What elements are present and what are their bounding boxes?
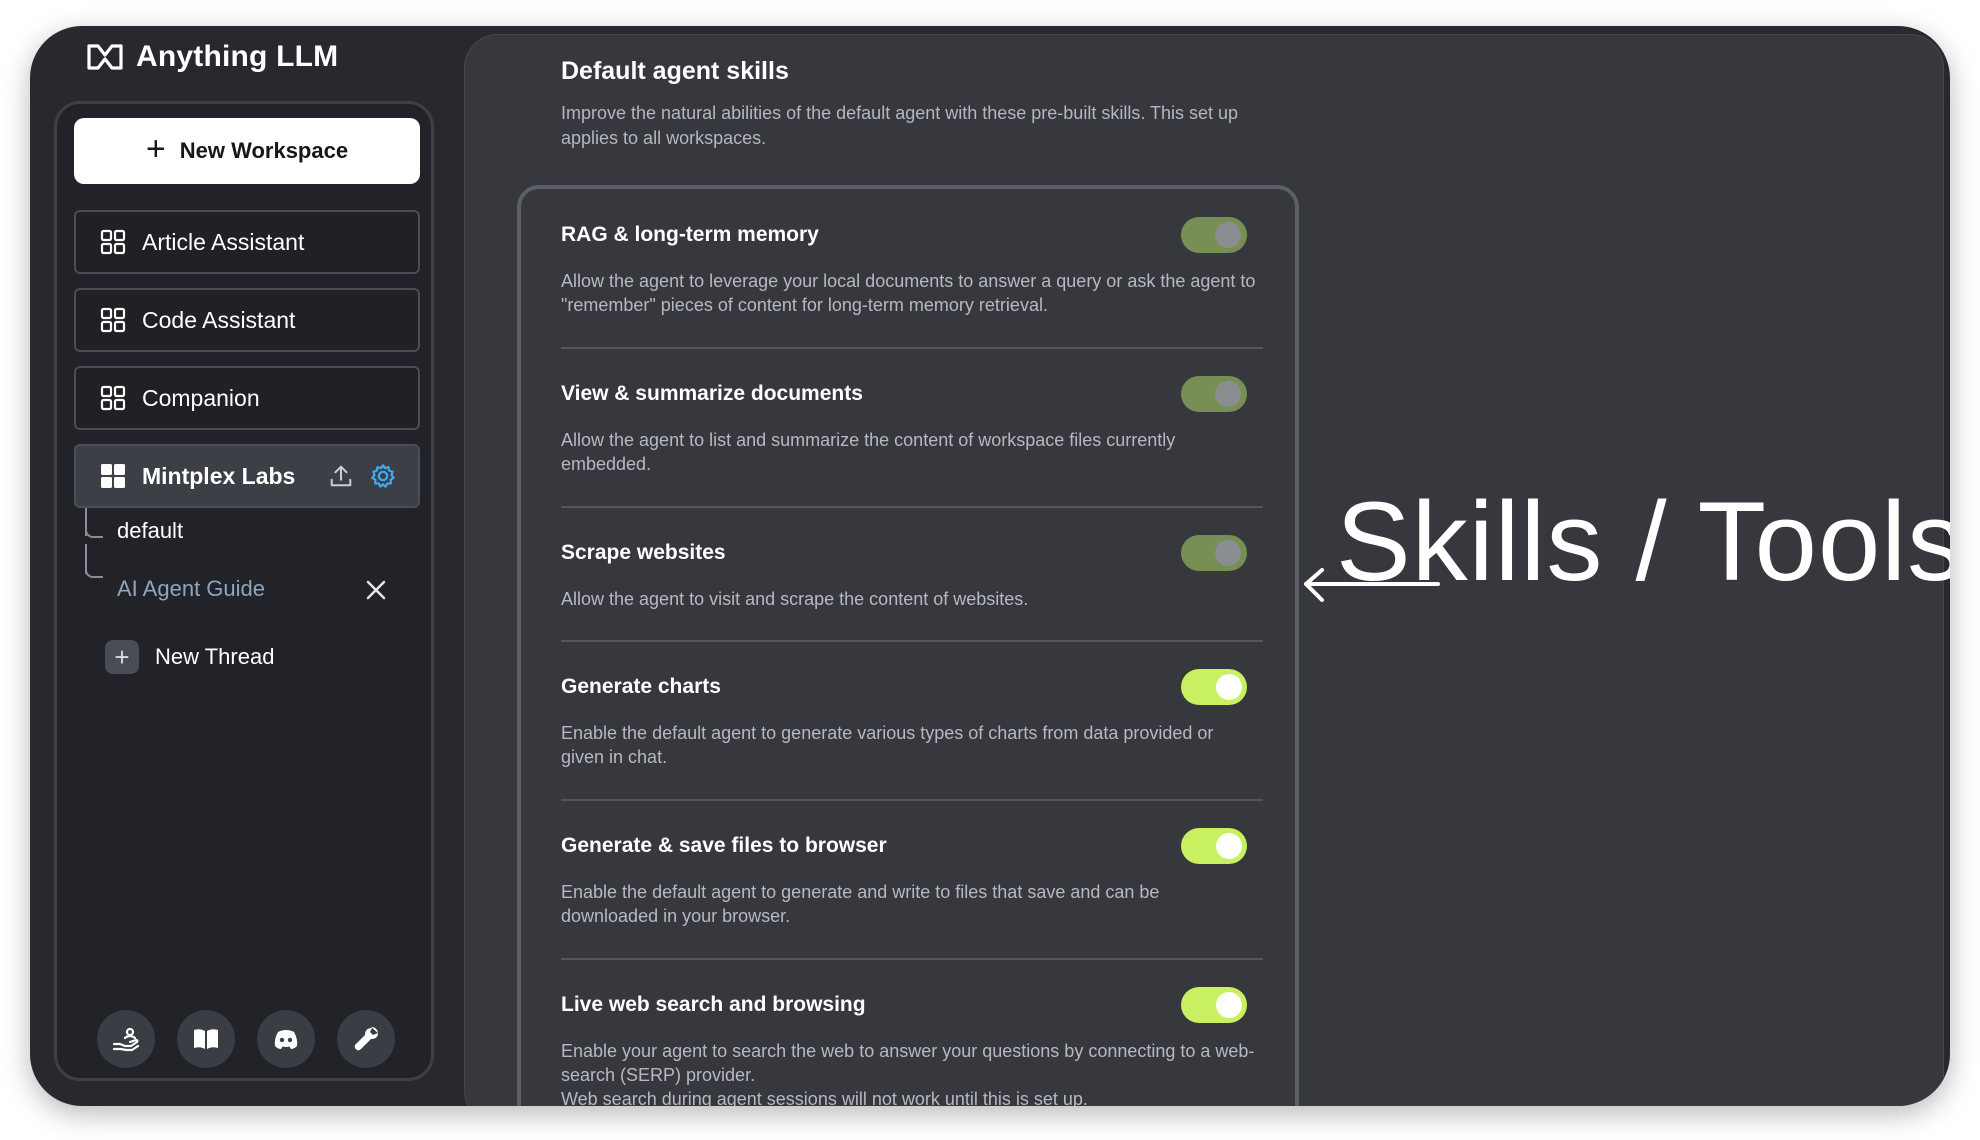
thread-tree-line	[85, 544, 87, 574]
app-logo: Anything LLM	[86, 40, 338, 74]
settings-wrench-icon	[354, 1027, 378, 1051]
docs-button[interactable]	[177, 1010, 235, 1068]
workspace-item-companion[interactable]: Companion	[74, 366, 420, 430]
grid-filled-icon	[101, 464, 125, 488]
toggle-knob	[1215, 222, 1241, 248]
grid-icon	[100, 385, 126, 411]
skill-toggle[interactable]	[1181, 669, 1247, 705]
skill-toggle[interactable]	[1181, 217, 1247, 253]
divider	[561, 347, 1263, 349]
skill-title: Scrape websites	[561, 541, 726, 564]
skill-toggle[interactable]	[1181, 376, 1247, 412]
community-hub-icon	[112, 1027, 140, 1052]
skill-rag-memory: RAG & long-term memory Allow the agent t…	[561, 217, 1261, 317]
new-workspace-label: New Workspace	[179, 138, 349, 163]
sidebar-footer	[97, 1010, 395, 1068]
workspace-item-mintplex-labs[interactable]: Mintplex Labs	[74, 444, 420, 508]
community-hub-button[interactable]	[97, 1010, 155, 1068]
settings-gear-icon[interactable]	[370, 462, 396, 490]
skill-title: Generate & save files to browser	[561, 834, 887, 857]
main-panel: Default agent skills Improve the natural…	[464, 34, 1944, 1106]
thread-tree-elbow	[85, 524, 103, 538]
workspace-actions	[328, 462, 396, 490]
thread-item-default[interactable]: default	[117, 518, 184, 543]
skill-toggle[interactable]	[1181, 535, 1247, 571]
workspace-label: Code Assistant	[142, 306, 296, 333]
skill-title: RAG & long-term memory	[561, 223, 819, 246]
anything-llm-logo-icon	[87, 44, 123, 70]
workspace-label: Companion	[142, 384, 260, 411]
skill-toggle[interactable]	[1181, 987, 1247, 1023]
workspace-item-code-assistant[interactable]: Code Assistant	[74, 288, 420, 352]
plus-icon: +	[145, 130, 166, 168]
thread-tree-elbow	[85, 566, 103, 578]
skill-description: Enable the default agent to generate var…	[561, 723, 1214, 767]
skill-description: Enable your agent to search the web to a…	[561, 1039, 1261, 1106]
upload-icon[interactable]	[328, 462, 354, 490]
thread-item-ai-agent-guide[interactable]: AI Agent Guide	[117, 576, 265, 601]
annotation-label: Skills / Tools	[1336, 479, 1950, 604]
skill-title: View & summarize documents	[561, 382, 863, 405]
sidebar: + New Workspace Article Assistant Code A…	[54, 101, 434, 1081]
discord-button[interactable]	[257, 1010, 315, 1068]
skill-generate-charts: Generate charts Enable the default agent…	[561, 669, 1261, 769]
divider	[561, 506, 1263, 508]
discord-icon	[274, 1030, 298, 1049]
skill-live-web-search: Live web search and browsing Enable your…	[561, 987, 1261, 1106]
skill-description: Enable the default agent to generate and…	[561, 882, 1160, 926]
grid-icon	[100, 229, 126, 255]
new-workspace-button[interactable]: + New Workspace	[74, 118, 420, 184]
docs-book-icon	[194, 1029, 218, 1049]
page-title: Default agent skills	[561, 57, 789, 85]
app-window: Anything LLM + New Workspace Article Ass…	[30, 26, 1950, 1106]
new-thread-button[interactable]: + New Thread	[105, 640, 274, 674]
close-icon[interactable]	[362, 576, 390, 604]
workspace-item-article-assistant[interactable]: Article Assistant	[74, 210, 420, 274]
skill-description: Allow the agent to leverage your local d…	[561, 271, 1256, 315]
plus-icon: +	[105, 640, 139, 674]
skill-description: Allow the agent to visit and scrape the …	[561, 589, 1029, 609]
app-title: Anything LLM	[136, 40, 339, 73]
settings-button[interactable]	[337, 1010, 395, 1068]
grid-icon	[100, 307, 126, 333]
page-description: Improve the natural abilities of the def…	[561, 103, 1239, 148]
skill-scrape-websites: Scrape websites Allow the agent to visit…	[561, 535, 1261, 611]
toggle-knob	[1216, 674, 1242, 700]
skill-description: Allow the agent to list and summarize th…	[561, 430, 1176, 474]
skill-toggle[interactable]	[1181, 828, 1247, 864]
skills-list: RAG & long-term memory Allow the agent t…	[517, 185, 1299, 1106]
skill-description-note: Web search during agent sessions will no…	[561, 1089, 1088, 1106]
toggle-knob	[1216, 992, 1242, 1018]
workspace-label: Article Assistant	[142, 228, 305, 255]
toggle-knob	[1215, 381, 1241, 407]
skill-generate-save-files: Generate & save files to browser Enable …	[561, 828, 1261, 928]
new-thread-label: New Thread	[155, 644, 275, 669]
skill-title: Generate charts	[561, 675, 721, 698]
toggle-knob	[1216, 833, 1242, 859]
skill-view-summarize-documents: View & summarize documents Allow the age…	[561, 376, 1261, 476]
toggle-knob	[1215, 540, 1241, 566]
thread-tree-line	[85, 508, 87, 536]
workspace-label: Mintplex Labs	[142, 462, 296, 489]
arrow-left-icon	[1304, 568, 1440, 602]
divider	[561, 799, 1263, 801]
skill-title: Live web search and browsing	[561, 993, 866, 1016]
divider	[561, 640, 1263, 642]
divider	[561, 958, 1263, 960]
skill-description-line: Enable your agent to search the web to a…	[561, 1041, 1255, 1085]
